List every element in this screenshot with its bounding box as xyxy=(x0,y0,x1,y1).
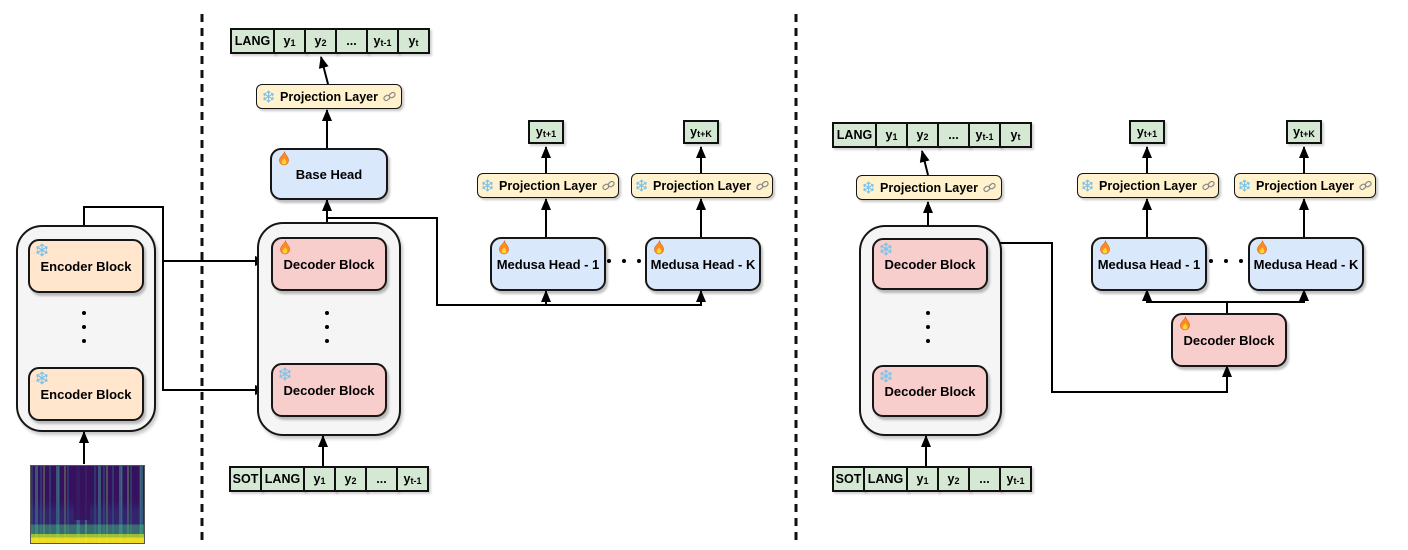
projection-layer-right-base: Projection Layer xyxy=(856,175,1002,200)
snowflake-icon xyxy=(879,368,893,384)
decoder-block-mid-top: Decoder Block xyxy=(271,237,387,291)
fire-icon xyxy=(278,240,292,256)
snowflake-icon xyxy=(35,370,49,386)
base-head-block: Base Head xyxy=(270,148,388,200)
token-cell: SOT xyxy=(229,466,262,492)
projection-layer-label: Projection Layer xyxy=(280,89,378,104)
projection-layer-mid-medusa1: Projection Layer xyxy=(477,173,619,198)
encoder-block-label: Encoder Block xyxy=(40,258,132,274)
chain-link-icon xyxy=(1202,179,1215,192)
decoder-block-right-bottom: Decoder Block xyxy=(872,365,988,417)
vertical-ellipsis xyxy=(325,311,329,343)
fire-icon xyxy=(652,240,666,256)
token-cell: SOT xyxy=(832,466,865,492)
encoder-block-bottom: Encoder Block xyxy=(28,367,144,421)
medusa-head-k-label: Medusa Head - K xyxy=(650,256,756,272)
chain-link-icon xyxy=(602,179,615,192)
fire-icon xyxy=(497,240,511,256)
medusa-head-k-label: Medusa Head - K xyxy=(1253,256,1359,272)
medusa-shared-decoder-block: Decoder Block xyxy=(1171,313,1287,367)
encoder-block-label: Encoder Block xyxy=(40,386,132,402)
snowflake-icon xyxy=(879,241,893,257)
projection-layer-right-medusaK: Projection Layer xyxy=(1234,173,1376,198)
medusa-head-1-block-mid: Medusa Head - 1 xyxy=(490,237,606,291)
decoder-block-label: Decoder Block xyxy=(884,256,976,272)
snowflake-icon xyxy=(35,242,49,258)
medusa-head-1-label: Medusa Head - 1 xyxy=(1097,256,1201,272)
snowflake-icon xyxy=(481,179,494,192)
projection-layer-label: Projection Layer xyxy=(1256,178,1354,193)
projection-layer-label: Projection Layer xyxy=(880,180,978,195)
encoder-block-top: Encoder Block xyxy=(28,239,144,293)
horizontal-ellipsis xyxy=(607,259,641,263)
projection-layer-right-medusa1: Projection Layer xyxy=(1077,173,1219,198)
chain-link-icon xyxy=(1359,179,1372,192)
projection-layer-label: Projection Layer xyxy=(653,178,751,193)
fire-icon xyxy=(277,151,291,167)
token-cell: ... xyxy=(937,122,970,148)
snowflake-icon xyxy=(278,366,292,382)
chain-link-icon xyxy=(983,181,996,194)
audio-spectrogram-image xyxy=(30,465,145,544)
token-cell: ... xyxy=(968,466,1001,492)
snowflake-icon xyxy=(1238,179,1251,192)
projection-layer-label: Projection Layer xyxy=(1099,178,1197,193)
token-cell: LANG xyxy=(260,466,305,492)
snowflake-icon xyxy=(262,90,275,103)
horizontal-ellipsis xyxy=(1209,259,1243,263)
token-cell: ... xyxy=(365,466,398,492)
token-cell: ... xyxy=(335,28,368,54)
token-cell: LANG xyxy=(832,122,877,148)
decoder-block-mid-bottom: Decoder Block xyxy=(271,363,387,417)
snowflake-icon xyxy=(1081,179,1094,192)
snowflake-icon xyxy=(635,179,648,192)
fire-icon xyxy=(1255,240,1269,256)
projection-layer-mid-base: Projection Layer xyxy=(256,84,402,109)
fire-icon xyxy=(1178,316,1192,332)
medusa-head-1-label: Medusa Head - 1 xyxy=(496,256,600,272)
vertical-ellipsis xyxy=(926,311,930,343)
decoder-block-label: Decoder Block xyxy=(283,256,375,272)
decoder-block-label: Decoder Block xyxy=(1183,332,1275,348)
fire-icon xyxy=(1098,240,1112,256)
medusa-head-k-block-right: Medusa Head - K xyxy=(1248,237,1364,291)
token-cell: LANG xyxy=(863,466,908,492)
chain-link-icon xyxy=(383,90,396,103)
decoder-block-label: Decoder Block xyxy=(884,383,976,399)
base-head-label: Base Head xyxy=(295,166,363,182)
medusa-head-1-block-right: Medusa Head - 1 xyxy=(1091,237,1207,291)
chain-link-icon xyxy=(756,179,769,192)
projection-layer-mid-medusaK: Projection Layer xyxy=(631,173,773,198)
token-cell: LANG xyxy=(230,28,275,54)
decoder-block-label: Decoder Block xyxy=(283,382,375,398)
snowflake-icon xyxy=(862,181,875,194)
projection-layer-label: Projection Layer xyxy=(499,178,597,193)
decoder-block-right-top: Decoder Block xyxy=(872,238,988,290)
medusa-head-k-block-mid: Medusa Head - K xyxy=(645,237,761,291)
vertical-ellipsis xyxy=(82,311,86,343)
